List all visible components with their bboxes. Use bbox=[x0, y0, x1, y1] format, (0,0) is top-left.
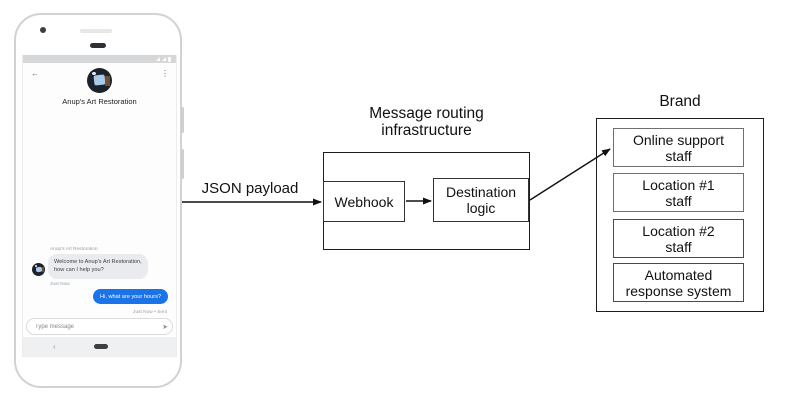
conversation-title: Anup's Art Restoration bbox=[62, 97, 137, 106]
brand-title: Brand bbox=[659, 93, 701, 110]
avatar-art-highlight bbox=[34, 265, 37, 267]
status-bar bbox=[23, 55, 176, 63]
avatar-art-highlight bbox=[92, 72, 96, 75]
brand-box: Online support staff Location #1 staff L… bbox=[596, 118, 764, 312]
network-signal-icon bbox=[156, 57, 160, 61]
message-composer[interactable]: ➤ bbox=[26, 318, 173, 335]
routing-infrastructure-title: Message routing infrastructure bbox=[369, 105, 484, 139]
volume-button bbox=[181, 149, 184, 179]
outgoing-status: Just Now • Sent bbox=[133, 310, 167, 315]
location-2-staff-box: Location #2 staff bbox=[613, 219, 744, 258]
automated-response-system-box: Automated response system bbox=[613, 263, 744, 302]
earpiece-speaker bbox=[80, 29, 112, 33]
webhook-box: Webhook bbox=[323, 181, 405, 222]
message-input[interactable] bbox=[27, 319, 158, 334]
avatar-art-warm bbox=[105, 76, 110, 86]
battery-icon bbox=[168, 56, 171, 62]
business-avatar bbox=[87, 68, 112, 93]
phone-screen: ← ⋮ Anup's Art Restoration Anup's Art Re… bbox=[22, 55, 177, 357]
online-support-staff-box: Online support staff bbox=[613, 128, 744, 167]
nav-back-icon[interactable]: ‹ bbox=[53, 342, 56, 351]
location-1-staff-box: Location #1 staff bbox=[613, 173, 744, 212]
avatar-art-warm bbox=[41, 267, 44, 272]
wifi-icon bbox=[162, 57, 166, 61]
sender-label: Anup's Art Restoration bbox=[50, 247, 98, 252]
outgoing-message-bubble: Hi, what are your hours? bbox=[93, 289, 168, 304]
avatar-art-blue bbox=[93, 74, 106, 86]
send-icon[interactable]: ➤ bbox=[162, 323, 168, 331]
back-arrow-icon[interactable]: ← bbox=[31, 69, 39, 78]
speaker-grille bbox=[90, 43, 106, 48]
destination-logic-box: Destination logic bbox=[433, 178, 529, 222]
nav-home-pill[interactable] bbox=[94, 344, 108, 349]
android-nav-bar: ‹ bbox=[23, 337, 176, 356]
phone-frame: ← ⋮ Anup's Art Restoration Anup's Art Re… bbox=[14, 13, 184, 388]
message-avatar bbox=[32, 263, 45, 276]
incoming-timestamp: Just Now bbox=[50, 282, 70, 287]
json-payload-label: JSON payload bbox=[201, 180, 299, 197]
power-button bbox=[181, 107, 184, 133]
front-camera bbox=[40, 27, 46, 33]
overflow-menu-icon[interactable]: ⋮ bbox=[161, 69, 169, 78]
incoming-message-bubble: Welcome to Anup's Art Restoration, how c… bbox=[48, 254, 148, 279]
